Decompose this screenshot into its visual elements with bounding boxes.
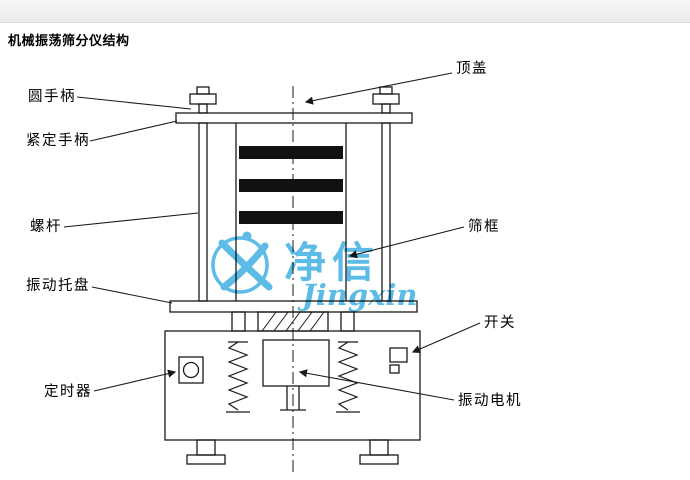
label-switch: 开关 [484,315,516,331]
vibration-motor-body [262,339,330,411]
timer-unit [178,356,204,384]
label-vibration-motor: 振动电机 [458,393,522,409]
label-screw-rod: 螺杆 [30,219,62,235]
page-title: 机械振荡筛分仪结构 [8,34,130,49]
jingxin-logo-icon [211,231,273,294]
right-screw-rod [381,122,391,302]
leader-lines [63,72,481,401]
watermark-cn-text: 净信 [284,238,380,287]
label-timer: 定时器 [44,384,92,400]
label-sieve-frame: 筛框 [468,219,500,235]
base-housing [164,330,421,441]
right-spring [336,341,360,413]
label-vibration-tray: 振动托盘 [26,278,90,294]
left-spring [226,341,250,413]
leader-vibration-motor [298,369,455,401]
leader-screw-rod [63,212,199,228]
leader-timer [93,369,177,392]
page-top-strip [0,0,690,23]
sieve-stack [235,123,347,301]
right-round-handle [372,86,400,114]
switch-unit [389,347,408,374]
label-round-handle: 圆手柄 [28,89,76,105]
right-foot [359,439,399,465]
leader-round-handle [76,96,192,110]
machine-drawing [164,86,421,472]
left-foot [186,439,226,465]
top-cover-plate [175,112,413,124]
leader-lock-handle [89,120,178,142]
leader-vibration-tray [91,286,173,304]
label-lock-handle: 紧定手柄 [26,133,90,149]
watermark-en-text: Jingxin [297,278,418,312]
leader-top-cover [304,72,453,105]
left-round-handle [189,86,217,114]
leader-sieve-frame [348,226,465,259]
label-top-cover: 顶盖 [456,61,488,77]
watermark: 净信 Jingxin [211,231,418,312]
leader-switch [411,322,481,354]
left-screw-rod [198,122,208,302]
